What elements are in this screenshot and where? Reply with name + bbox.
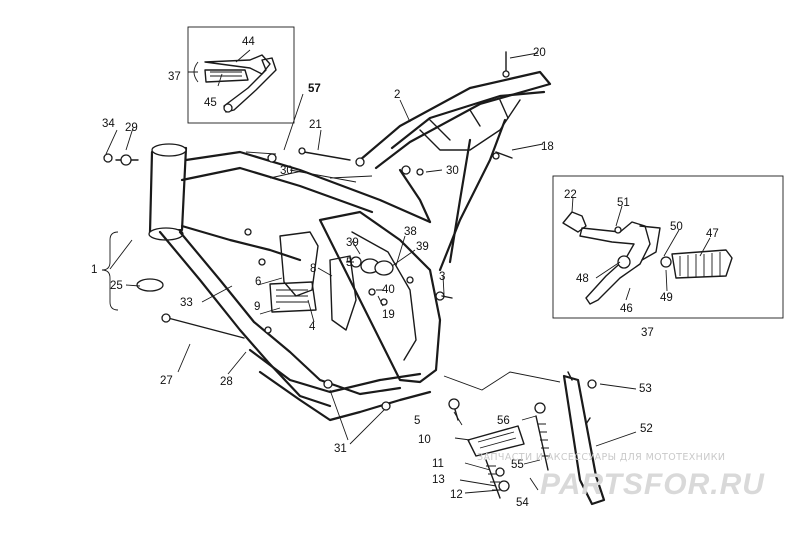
watermark: ЗАПЧАСТИ И АКСЕССУАРЫ ДЛЯ МОТОТЕХНИКИ PA…	[477, 452, 765, 501]
callout-34: 34	[102, 118, 115, 130]
callout-46: 46	[620, 303, 633, 315]
callout-19: 19	[382, 309, 395, 321]
callout-48: 48	[576, 273, 589, 285]
callout-57: 57	[308, 83, 321, 95]
callout-47: 47	[706, 228, 719, 240]
callout-37: 37	[641, 327, 654, 339]
callout-27: 27	[160, 375, 173, 387]
callout-6: 6	[255, 276, 261, 288]
callout-20: 20	[533, 47, 546, 59]
callout-39-left: 39	[346, 237, 359, 249]
callout-30-upper: 30	[446, 165, 459, 177]
callout-8: 8	[310, 263, 316, 275]
callout-11: 11	[432, 458, 444, 470]
callout-37-inset: 37	[168, 71, 181, 83]
callout-56: 56	[497, 415, 510, 427]
bracket-1	[101, 231, 119, 311]
callout-3: 3	[439, 271, 445, 283]
callout-39: 39	[416, 241, 429, 253]
callout-5: 5	[414, 415, 420, 427]
watermark-tagline: ЗАПЧАСТИ И АКСЕССУАРЫ ДЛЯ МОТОТЕХНИКИ	[477, 452, 725, 463]
callout-45: 45	[204, 97, 217, 109]
callout-54: 54	[516, 497, 529, 509]
callout-40: 40	[382, 284, 395, 296]
callout-12: 12	[450, 489, 463, 501]
main-frame	[103, 51, 552, 422]
callout-22: 22	[564, 189, 577, 201]
watermark-logo: PARTSFOR.RU	[540, 468, 765, 501]
callout-10: 10	[418, 434, 431, 446]
callout-30: 30	[280, 165, 293, 177]
callout-52: 52	[640, 423, 653, 435]
callout-44: 44	[242, 36, 255, 48]
callout-18: 18	[541, 141, 554, 153]
leader-lines	[105, 49, 711, 494]
callout-29: 29	[125, 122, 138, 134]
callout-33: 33	[180, 297, 193, 309]
callout-55: 55	[511, 459, 524, 471]
callout-25: 25	[110, 280, 123, 292]
callout-1: 1	[91, 264, 97, 276]
callout-50: 50	[670, 221, 683, 233]
callout-13: 13	[432, 474, 445, 486]
inset-footpeg-bracket-right	[552, 175, 784, 319]
callout-21: 21	[309, 119, 322, 131]
callout-38: 38	[404, 226, 417, 238]
callout-2: 2	[394, 89, 400, 101]
callout-53: 53	[639, 383, 652, 395]
callout-51: 51	[617, 197, 630, 209]
callout-49: 49	[660, 292, 673, 304]
callout-4: 4	[309, 321, 316, 333]
callout-5-frame: 5	[346, 257, 352, 269]
callout-9: 9	[254, 301, 260, 313]
callout-31: 31	[334, 443, 347, 455]
callout-labels: 44 37 45 57 21 2 20 18 30 30 3 34 29 1 2…	[91, 36, 719, 509]
side-stand-assembly	[448, 371, 606, 506]
inset-footpeg-bracket-left	[187, 26, 295, 124]
callout-28: 28	[220, 376, 233, 388]
